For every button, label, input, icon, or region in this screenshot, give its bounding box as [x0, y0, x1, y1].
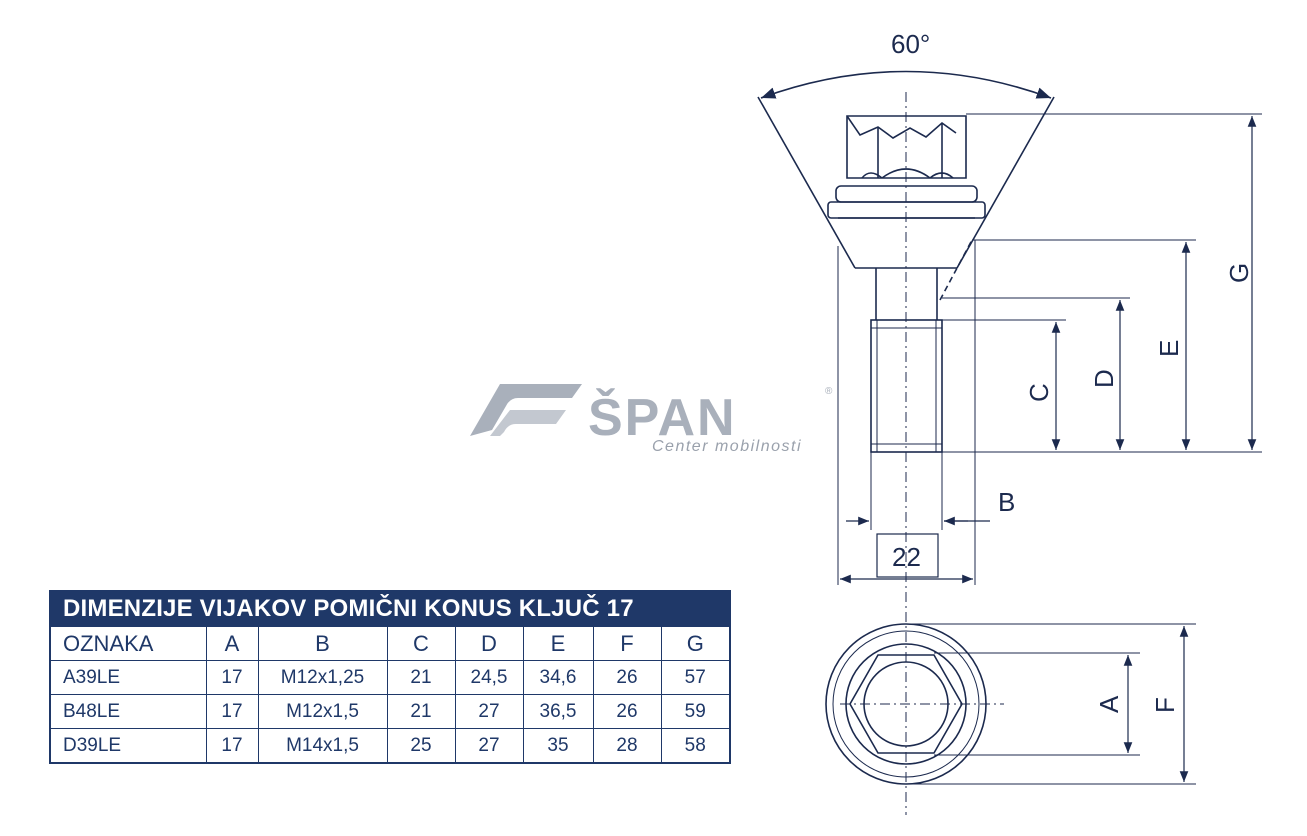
table-row: D39LE 17 M14x1,5 25 27 35 28 58	[51, 728, 729, 762]
col-header: C	[386, 626, 456, 661]
span-logo: ŠPAN ® Center mobilnosti	[470, 382, 840, 462]
bolt-head	[827, 115, 986, 219]
bolt-bottom-view	[825, 623, 1004, 785]
logo-mark-icon	[470, 384, 582, 436]
table-cell: M12x1,25	[257, 660, 388, 695]
table-cell: 27	[454, 694, 524, 729]
table-cell: 24,5	[454, 660, 524, 695]
table-row: A39LE 17 M12x1,25 21 24,5 34,6 26 57	[51, 660, 729, 695]
logo-name: ŠPAN	[588, 389, 737, 447]
dim-g-label: G	[1224, 263, 1254, 283]
col-header: G	[660, 626, 729, 661]
angle-label: 60°	[891, 29, 930, 59]
table-cell: 17	[205, 660, 259, 695]
bolt-shank	[855, 239, 973, 453]
table-cell: 26	[592, 694, 662, 729]
table-cell: 58	[660, 728, 729, 762]
table-cell: 17	[205, 694, 259, 729]
col-header: OZNAKA	[51, 626, 207, 661]
table-title: DIMENZIJE VIJAKOV POMIČNI KONUS KLJUČ 17	[51, 592, 729, 626]
angle-arc	[760, 70, 1052, 99]
logo-registered: ®	[825, 386, 833, 397]
table-cell: M14x1,5	[257, 728, 388, 762]
table-cell: 36,5	[522, 694, 594, 729]
table-cell: 21	[386, 660, 456, 695]
dimensions-table: DIMENZIJE VIJAKOV POMIČNI KONUS KLJUČ 17…	[49, 590, 731, 764]
table-cell: 26	[592, 660, 662, 695]
table-cell: 34,6	[522, 660, 594, 695]
cone-left-line	[757, 96, 856, 269]
table-cell: 35	[522, 728, 594, 762]
dim-f-label: F	[1150, 697, 1180, 713]
col-header: D	[454, 626, 524, 661]
table-cell: 59	[660, 694, 729, 729]
table-cell: 57	[660, 660, 729, 695]
col-header: A	[205, 626, 259, 661]
table-cell: 28	[592, 728, 662, 762]
col-header: F	[592, 626, 662, 661]
width-value: 22	[892, 542, 921, 572]
dim-e-label: E	[1154, 340, 1184, 357]
table-header-row: OZNAKA A B C D E F G	[51, 626, 729, 661]
dim-d-label: D	[1089, 369, 1119, 388]
table-cell: M12x1,5	[257, 694, 388, 729]
table-cell: B48LE	[51, 694, 207, 729]
table-cell: A39LE	[51, 660, 207, 695]
dim-a-label: A	[1094, 695, 1124, 713]
col-header: E	[522, 626, 594, 661]
dim-c-label: C	[1024, 383, 1054, 402]
width-value-box	[876, 533, 939, 578]
table-cell: 17	[205, 728, 259, 762]
table-cell: 27	[454, 728, 524, 762]
dim-b-label: B	[998, 487, 1015, 517]
table-row: B48LE 17 M12x1,5 21 27 36,5 26 59	[51, 694, 729, 729]
col-header: B	[257, 626, 388, 661]
table-cell: D39LE	[51, 728, 207, 762]
table-cell: 25	[386, 728, 456, 762]
table-cell: 21	[386, 694, 456, 729]
logo-tagline: Center mobilnosti	[652, 438, 802, 455]
